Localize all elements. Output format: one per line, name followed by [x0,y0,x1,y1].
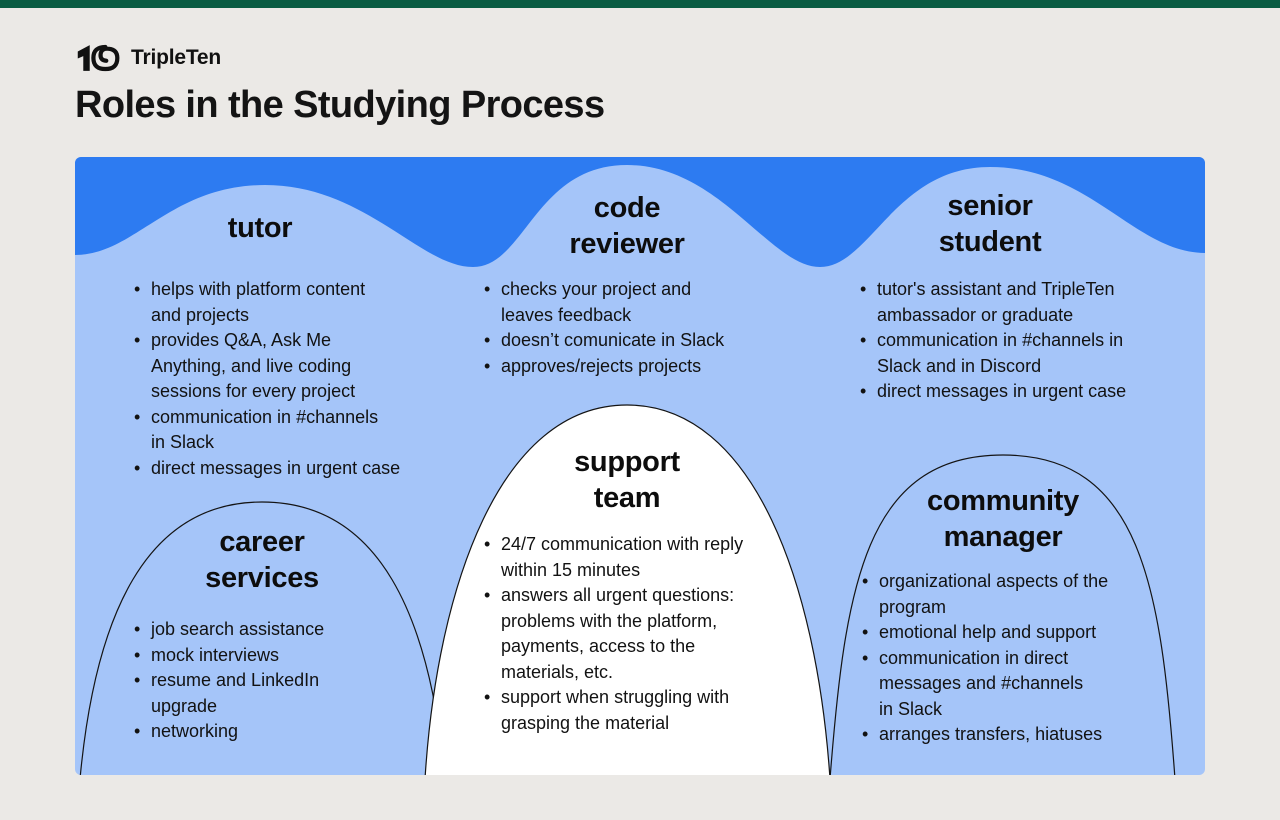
tripleten-logo-icon [77,44,120,72]
role-bullet: organizational aspects of the program [860,569,1190,620]
role-bullet: helps with platform content and projects [132,277,482,328]
role-bullet: arranges transfers, hiatuses [860,722,1190,748]
role-bullet: approves/rejects projects [482,354,812,380]
roles-card: tutor helps with platform content and pr… [75,157,1205,775]
role-bullet: support when struggling with grasping th… [482,685,822,736]
role-bullet: provides Q&A, Ask Me Anything, and live … [132,328,482,405]
role-title-career-services: career services [205,526,319,594]
role-bullet: doesn’t comunicate in Slack [482,328,812,354]
brand-logo-text: TripleTen [131,46,221,69]
role-title-tutor: tutor [227,212,293,244]
role-bullet: job search assistance [132,617,432,643]
role-bullet: emotional help and support [860,620,1190,646]
role-list-support-team: 24/7 communication with reply within 15 … [482,532,822,736]
role-bullet: 24/7 communication with reply within 15 … [482,532,822,583]
role-bullet: communication in #channels in Slack and … [858,328,1198,379]
role-list-senior-student: tutor's assistant and TripleTen ambassad… [858,277,1198,405]
page-title: Roles in the Studying Process [75,84,605,126]
role-bullet: mock interviews [132,643,432,669]
role-list-career-services: job search assistance mock interviews re… [132,617,432,745]
role-bullet: tutor's assistant and TripleTen ambassad… [858,277,1198,328]
role-bullet: direct messages in urgent case [132,456,482,482]
role-title-community-manager: community manager [927,485,1079,553]
role-list-tutor: helps with platform content and projects… [132,277,482,481]
role-title-support-team: support team [574,446,680,514]
role-bullet: resume and LinkedIn upgrade [132,668,432,719]
role-bullet: networking [132,719,432,745]
role-bullet: direct messages in urgent case [858,379,1198,405]
role-list-code-reviewer: checks your project and leaves feedback … [482,277,812,379]
role-list-community-manager: organizational aspects of the program em… [860,569,1190,748]
role-bullet: answers all urgent questions: problems w… [482,583,822,685]
role-bullet: communication in direct messages and #ch… [860,646,1190,723]
role-bullet: communication in #channels in Slack [132,405,482,456]
top-accent-bar [0,0,1280,8]
top-wave-shape [75,157,1205,267]
role-title-code-reviewer: code reviewer [569,192,685,260]
brand-logo: TripleTen [75,42,221,74]
role-bullet: checks your project and leaves feedback [482,277,812,328]
role-title-senior-student: senior student [938,190,1042,258]
